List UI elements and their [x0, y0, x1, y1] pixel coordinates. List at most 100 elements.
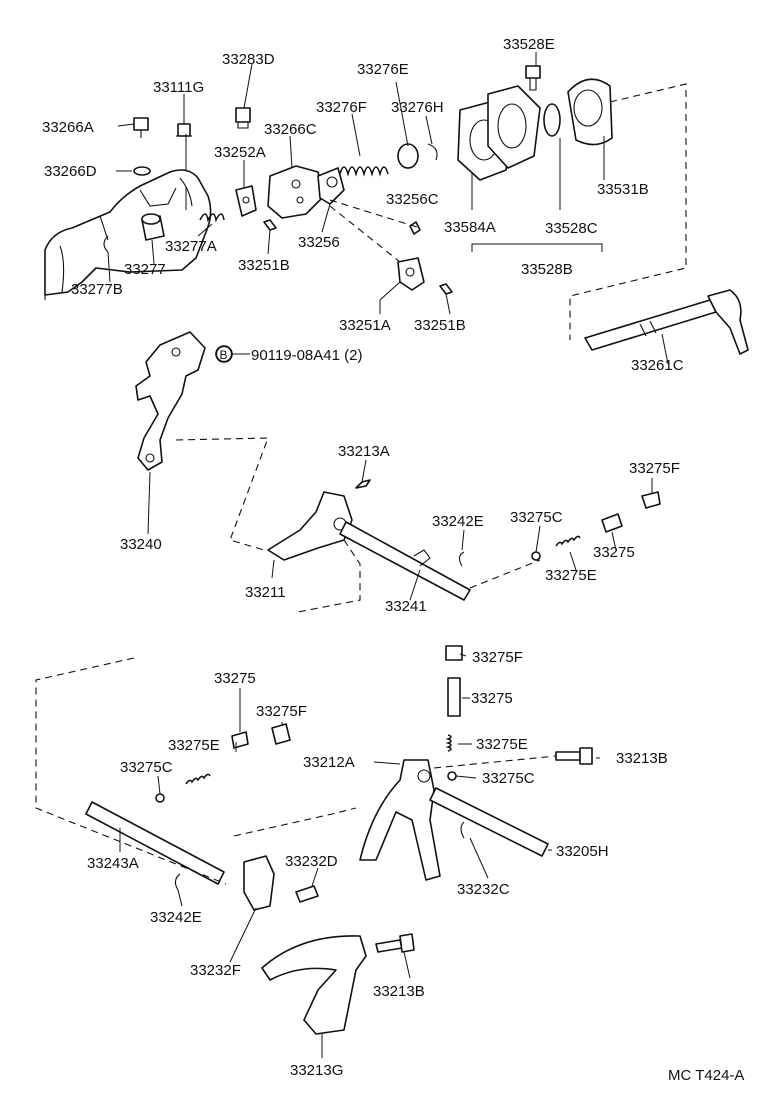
label-33256: 33256: [298, 234, 340, 251]
lever-33252A-drawing: [235, 185, 257, 217]
label-33277B: 33277B: [71, 281, 123, 298]
label-33111G: 33111G: [153, 79, 204, 96]
pin-33275-upper-drawing: [601, 513, 623, 533]
plug-33111G-drawing: [176, 123, 192, 137]
shift-shaft-33261C-drawing: [584, 289, 749, 355]
label-33266C: 33266C: [264, 121, 317, 138]
pin-33256C-drawing: [409, 221, 421, 235]
seat-33276E-drawing: [397, 143, 419, 169]
retainer-33528B-drawing: [487, 85, 541, 169]
label-33275-right: 33275: [471, 690, 513, 707]
bracket-33240-drawing: [135, 331, 206, 471]
figure-code: MC T424-A: [668, 1067, 744, 1084]
label-33213A: 33213A: [338, 443, 390, 460]
seal-33528C-drawing: [543, 103, 561, 137]
label-33243A: 33243A: [87, 855, 139, 872]
ball-33275C-left-drawing: [155, 793, 165, 803]
label-33528E: 33528E: [503, 36, 555, 53]
label-33531B: 33531B: [597, 181, 649, 198]
label-33213B-upper: 33213B: [616, 750, 668, 767]
clip-33232C-drawing: [460, 821, 465, 839]
label-90119-08A41: 90119-08A41 (2): [251, 347, 362, 364]
clip-33242E-lower-drawing: [174, 873, 181, 891]
label-33266D: 33266D: [44, 163, 97, 180]
label-33251A: 33251A: [339, 317, 391, 334]
label-33213G: 33213G: [290, 1062, 343, 1079]
plug-33283D-drawing: [235, 107, 251, 129]
spring-33275E-upper-drawing: [555, 535, 581, 547]
label-33266A: 33266A: [42, 119, 94, 136]
bolt-33528E-drawing: [525, 65, 541, 91]
label-33275C-right: 33275C: [482, 770, 535, 787]
label-33275C-upper: 33275C: [510, 509, 563, 526]
label-33584A: 33584A: [444, 219, 496, 236]
ball-33275C-right-drawing: [447, 771, 457, 781]
label-33276F: 33276F: [316, 99, 367, 116]
boot-33531B-drawing: [567, 78, 613, 146]
bolt-33213B-lower-drawing: [375, 933, 415, 953]
assembly-guide-lines: [35, 83, 687, 885]
spring-33277A-drawing: [199, 213, 225, 223]
part-labels: 33528E 33283D 33276E 33111G 33276F 33276…: [42, 36, 744, 1084]
label-33232F: 33232F: [190, 962, 241, 979]
clip-33242E-upper-drawing: [458, 551, 465, 567]
leader-lines: [107, 52, 669, 1058]
label-33275E-upper: 33275E: [545, 567, 597, 584]
label-33256C: 33256C: [386, 191, 439, 208]
label-33277A: 33277A: [165, 238, 217, 255]
label-33528B: 33528B: [521, 261, 573, 278]
spring-33276F-drawing: [339, 166, 389, 177]
pin-33275-right-drawing: [447, 677, 461, 717]
label-33240: 33240: [120, 536, 162, 553]
label-33275E-left: 33275E: [168, 737, 220, 754]
plug-33275F-upper-drawing: [641, 491, 661, 509]
label-33275F-right: 33275F: [472, 649, 523, 666]
bolt-33266A-drawing: [133, 117, 149, 138]
lever-33251A-drawing: [397, 257, 425, 291]
label-33211: 33211: [245, 584, 286, 601]
label-33277: 33277: [124, 261, 166, 278]
bolt-marker-b: B: [220, 348, 228, 362]
shaft-33205H-drawing: [429, 787, 549, 857]
label-33275-upper: 33275: [593, 544, 635, 561]
label-33276E: 33276E: [357, 61, 409, 78]
label-33242E-upper: 33242E: [432, 513, 484, 530]
label-33251B-top: 33251B: [238, 257, 290, 274]
pin-33251B-drawing: [263, 219, 277, 231]
bolt-33213B-upper-drawing: [555, 747, 593, 765]
shaft-33243A-drawing: [85, 801, 225, 885]
shift-fork-33213G-drawing: [261, 935, 367, 1035]
label-33275F-left: 33275F: [256, 703, 307, 720]
shift-fork-33212A-drawing: [359, 759, 441, 881]
label-33528C: 33528C: [545, 220, 598, 237]
sleeve-33277-drawing: [141, 213, 165, 241]
label-33213B-lower: 33213B: [373, 983, 425, 1000]
clip-33277B-drawing: [103, 235, 109, 253]
label-33252A: 33252A: [214, 144, 266, 161]
label-33276H: 33276H: [391, 99, 444, 116]
label-33241: 33241: [385, 598, 427, 615]
label-33275E-right: 33275E: [476, 736, 528, 753]
bolt-marker-b-icon: B: [215, 345, 233, 363]
label-33251B-right: 33251B: [414, 317, 466, 334]
lever-33256-drawing: [317, 167, 345, 205]
spring-33275E-right-drawing: [445, 734, 452, 752]
pin-33213A-drawing: [355, 479, 371, 489]
label-33275-left: 33275: [214, 670, 256, 687]
clip-33276H-drawing: [427, 143, 438, 161]
ball-33275C-upper-drawing: [531, 551, 541, 561]
label-33261C: 33261C: [631, 357, 684, 374]
label-33242E-lower: 33242E: [150, 909, 202, 926]
pin-33275-left-drawing: [231, 731, 249, 749]
label-33275C-left: 33275C: [120, 759, 173, 776]
label-33232C: 33232C: [457, 881, 510, 898]
label-33232D: 33232D: [285, 853, 338, 870]
transmission-case-drawing: [44, 169, 212, 300]
gasket-33266D-drawing: [133, 166, 151, 176]
label-33205H: 33205H: [556, 843, 609, 860]
shaft-33241-drawing: [339, 521, 471, 601]
shift-head-33211-drawing: [267, 491, 353, 561]
label-33212A: 33212A: [303, 754, 355, 771]
bolt-33232D-drawing: [295, 885, 319, 903]
